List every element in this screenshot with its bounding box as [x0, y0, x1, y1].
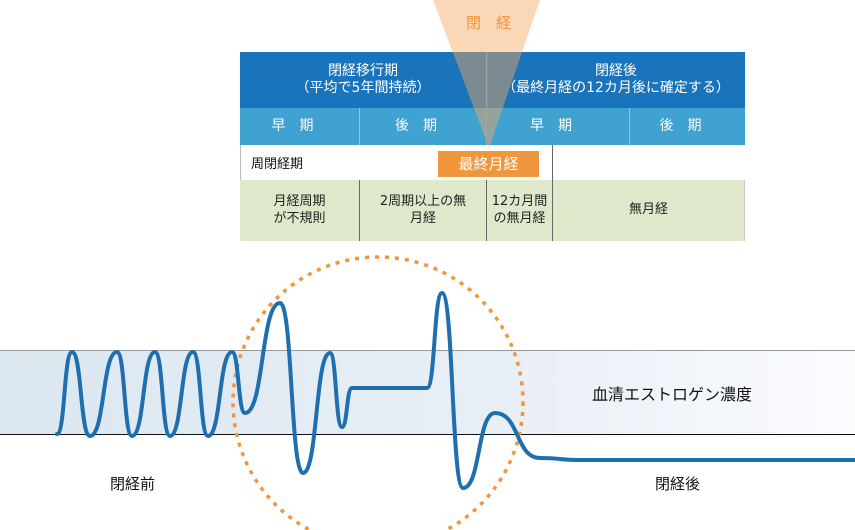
- header-note: （平均で5年間持続）: [295, 80, 431, 96]
- menopause-label: 閉 経: [466, 14, 512, 32]
- header-title: 閉経後: [595, 62, 637, 79]
- header-postmenopause: 閉経後 （最終月経の12カ月後に確定する）: [487, 52, 745, 108]
- sub-early-1: 早期: [240, 108, 360, 145]
- sub-late-1: 後期: [360, 108, 487, 145]
- criteria-2-cycles: 2周期以上の無月経: [360, 180, 487, 241]
- postmenopause-label: 閉経後: [655, 475, 701, 493]
- focus-circle: [231, 255, 525, 530]
- perimenopause-label: 周閉経期: [251, 157, 304, 172]
- header-transition: 閉経移行期 （平均で5年間持続）: [240, 52, 487, 108]
- premenopause-label: 閉経前: [110, 475, 156, 493]
- criteria-irregular: 月経周期が不規則: [240, 180, 360, 241]
- criteria-12-months: 12カ月間の無月経: [487, 180, 553, 241]
- sub-early-2: 早期: [487, 108, 630, 145]
- sub-late-2: 後期: [630, 108, 745, 145]
- estrogen-wave: [55, 290, 855, 491]
- header-note: （最終月経の12カ月後に確定する）: [502, 80, 730, 96]
- estrogen-label: 血清エストロゲン濃度: [592, 385, 753, 404]
- last-period-badge: 最終月経: [438, 151, 539, 177]
- header-title: 閉経移行期: [328, 62, 398, 79]
- criteria-amenorrhea: 無月経: [553, 180, 745, 241]
